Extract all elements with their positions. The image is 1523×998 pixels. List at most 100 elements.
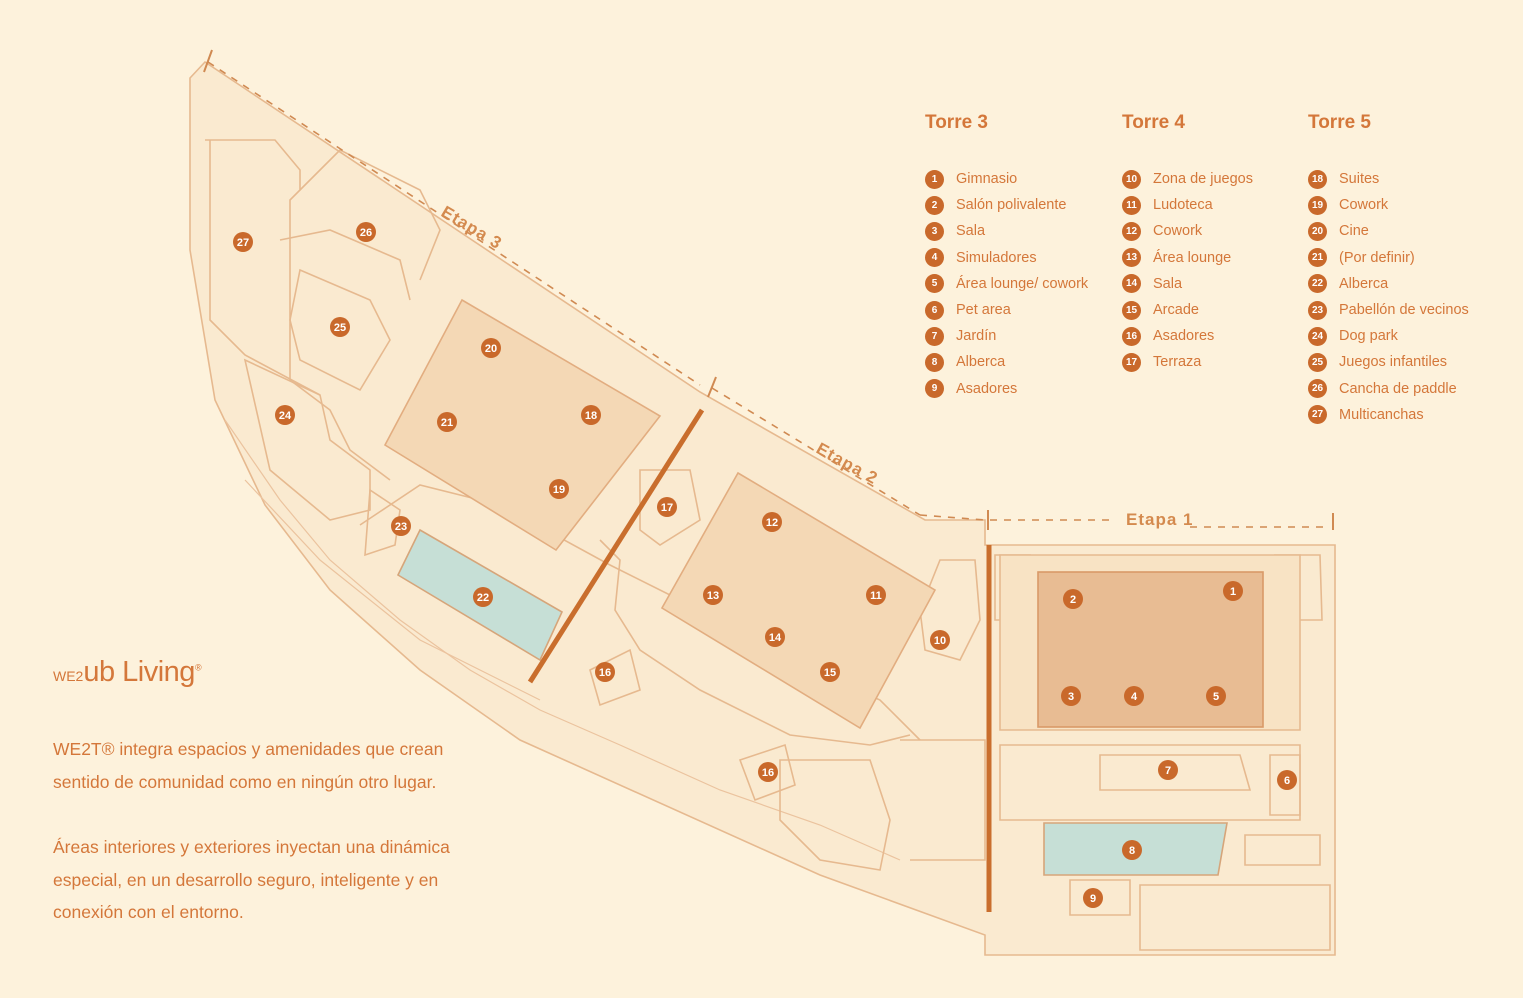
brand-name: ub Living [83,656,195,688]
amenity-marker-2: 2 [1063,589,1083,609]
legend-number-badge: 12 [1122,221,1141,241]
marker-circle [1158,760,1178,780]
brand-registered: ® [194,662,202,673]
legend-number-badge: 27 [1308,405,1327,425]
marker-number: 13 [707,590,719,602]
marker-number: 19 [553,484,565,496]
amenity-marker-8: 8 [1122,840,1142,860]
marker-number: 16 [762,767,774,779]
legend-item: 1 Gimnasio [925,166,1088,192]
legend-label: Jardín [956,328,997,345]
marker-circle [481,338,501,358]
marker-number: 14 [769,632,782,644]
legend-label: Alberca [956,354,1006,371]
amenity-marker-13: 13 [703,585,723,605]
marker-number: 21 [441,417,453,429]
marker-circle [356,222,376,242]
legend-number-badge: 18 [1308,169,1327,189]
brand-logo: WE2ub Living® [53,656,202,689]
legend-number-badge: 4 [925,248,944,268]
legend-number-badge: 14 [1122,274,1141,294]
marker-number: 9 [1090,893,1096,905]
marker-number: 24 [279,410,292,422]
amenity-marker-6: 6 [1277,770,1297,790]
amenity-marker-21: 21 [437,412,457,432]
legend-item: 27 Multicanchas [1308,402,1469,428]
marker-circle [330,317,350,337]
marker-number: 16 [599,667,611,679]
legend-number-badge: 23 [1308,300,1327,320]
legend-label: Sala [1153,275,1183,292]
marker-circle [1124,686,1144,706]
marker-number: 26 [360,227,372,239]
marker-circle [581,405,601,425]
amenity-marker-7: 7 [1158,760,1178,780]
marker-number: 15 [824,667,836,679]
marker-circle [1063,589,1083,609]
legend-item: 21(Por definir) [1308,245,1469,271]
marker-number: 18 [585,410,597,422]
marker-number: 3 [1068,691,1074,703]
amenity-marker-17: 17 [657,497,677,517]
marker-circle [391,516,411,536]
legend-number-badge: 1 [925,169,944,189]
amenity-marker-16: 16 [595,662,615,682]
marker-number: 5 [1213,691,1219,703]
legend-label: Área lounge/ cowork [956,275,1089,292]
legend-label: Gimnasio [956,171,1018,188]
marker-circle [1061,686,1081,706]
amenity-marker-16: 16 [758,762,778,782]
marker-number: 10 [934,635,946,647]
marker-circle [595,662,615,682]
legend-label: Asadores [956,380,1018,397]
legend-label: Terraza [1153,354,1202,371]
legend-label: Cine [1339,223,1369,240]
legend-label: Pet area [956,302,1011,319]
legend-item: 5 Área lounge/ cowork [925,271,1088,297]
legend-number-badge: 11 [1122,195,1141,215]
legend-number-badge: 5 [925,274,944,294]
legend-number-badge: 25 [1308,352,1327,372]
marker-number: 22 [477,592,489,604]
legend-number-badge: 10 [1122,169,1141,189]
legend-label: Sala [956,223,986,240]
amenity-marker-22: 22 [473,587,493,607]
marker-number: 6 [1284,775,1290,787]
legend-number-badge: 3 [925,221,944,241]
legend-title: Torre 3 [925,112,989,133]
amenity-marker-14: 14 [765,627,785,647]
amenity-marker-23: 23 [391,516,411,536]
legend-item: 3 Sala [925,218,1088,244]
amenity-marker-12: 12 [762,512,782,532]
legend-number-badge: 24 [1308,326,1327,346]
amenity-marker-4: 4 [1124,686,1144,706]
legend-label: Cowork [1153,223,1203,240]
legend-label: Multicanchas [1339,406,1424,423]
marker-circle [657,497,677,517]
legend-label: Asadores [1153,328,1215,345]
marker-number: 12 [766,517,778,529]
amenity-marker-5: 5 [1206,686,1226,706]
marker-circle [866,585,886,605]
amenity-marker-3: 3 [1061,686,1081,706]
marker-number: 23 [395,521,407,533]
brand-prefix: WE2 [53,668,84,684]
legend-number-badge: 22 [1308,274,1327,294]
marker-number: 8 [1129,845,1135,857]
